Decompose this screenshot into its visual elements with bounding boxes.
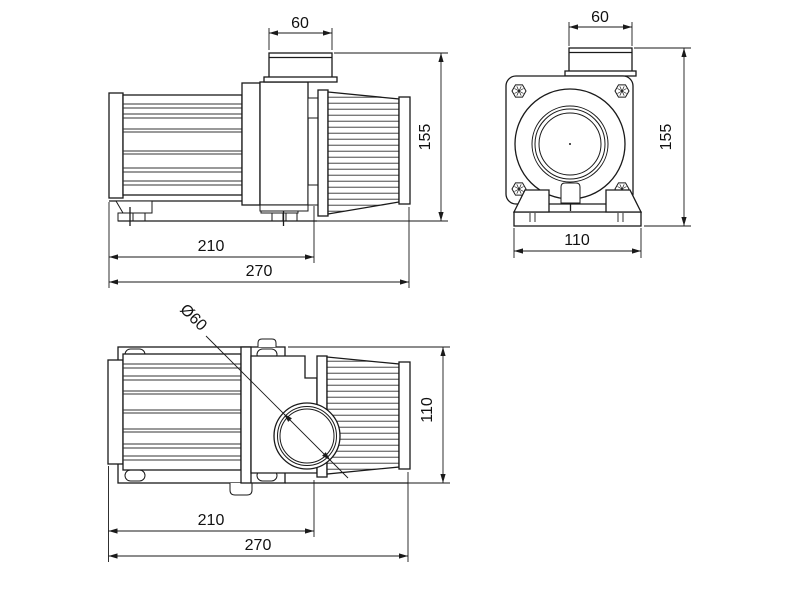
front-dim-outlet-width-label: 60 [591, 9, 609, 26]
front-dim-outlet-width: 60 [568, 9, 633, 46]
strainer-cone [326, 356, 400, 475]
front-dim-base-width-label: 110 [564, 232, 590, 249]
screw-top-right [614, 84, 630, 98]
side-view-pump-head [241, 81, 319, 212]
motor-fins [123, 363, 241, 461]
top-tab [257, 338, 277, 347]
side-view: 60 155 210 270 [108, 15, 448, 288]
front-view-outlet-port [564, 47, 637, 77]
side-dim-overall-height: 155 [317, 52, 448, 222]
top-dim-base-width: 110 [288, 346, 450, 484]
foot-right [605, 189, 643, 213]
side-dim-overall-height-label: 155 [417, 124, 434, 151]
top-view-motor [107, 353, 242, 471]
front-view-base [512, 189, 643, 227]
mount-slot [124, 469, 146, 482]
strainer-cap [398, 361, 411, 470]
side-dim-body-length: 210 [108, 202, 315, 288]
top-view-outlet-circle [273, 402, 341, 470]
top-dim-body-length: 210 [108, 466, 315, 562]
front-view: 60 155 110 [505, 9, 691, 258]
center-mark [569, 143, 571, 145]
side-dim-outlet-width-label: 60 [291, 15, 309, 32]
top-view: Ø60 110 210 270 [107, 301, 450, 562]
side-dim-body-length-label: 210 [198, 238, 225, 255]
top-dim-overall-length: 270 [108, 472, 409, 562]
side-dim-overall-length: 270 [109, 207, 410, 288]
foot-left [512, 189, 550, 213]
side-dim-outlet-width: 60 [268, 15, 333, 50]
front-dim-overall-height-label: 155 [658, 124, 675, 151]
front-view-body [505, 75, 634, 211]
side-view-motor [108, 92, 243, 199]
top-dim-overall-length-label: 270 [245, 537, 272, 554]
side-view-strainer [317, 89, 411, 217]
front-dim-base-width: 110 [513, 228, 642, 258]
screw-top-left [511, 84, 527, 98]
top-dim-body-length-label: 210 [198, 512, 225, 529]
front-dim-overall-height: 155 [634, 47, 691, 227]
bottom-tab [229, 483, 253, 496]
side-view-outlet-port [263, 52, 338, 83]
top-dim-base-width-label: 110 [419, 397, 436, 423]
motor-fins [123, 103, 242, 186]
side-view-base [109, 200, 317, 226]
drain-tab [560, 182, 581, 204]
top-dim-outlet-diameter-label: Ø60 [176, 301, 209, 334]
side-dim-overall-length-label: 270 [246, 263, 273, 280]
